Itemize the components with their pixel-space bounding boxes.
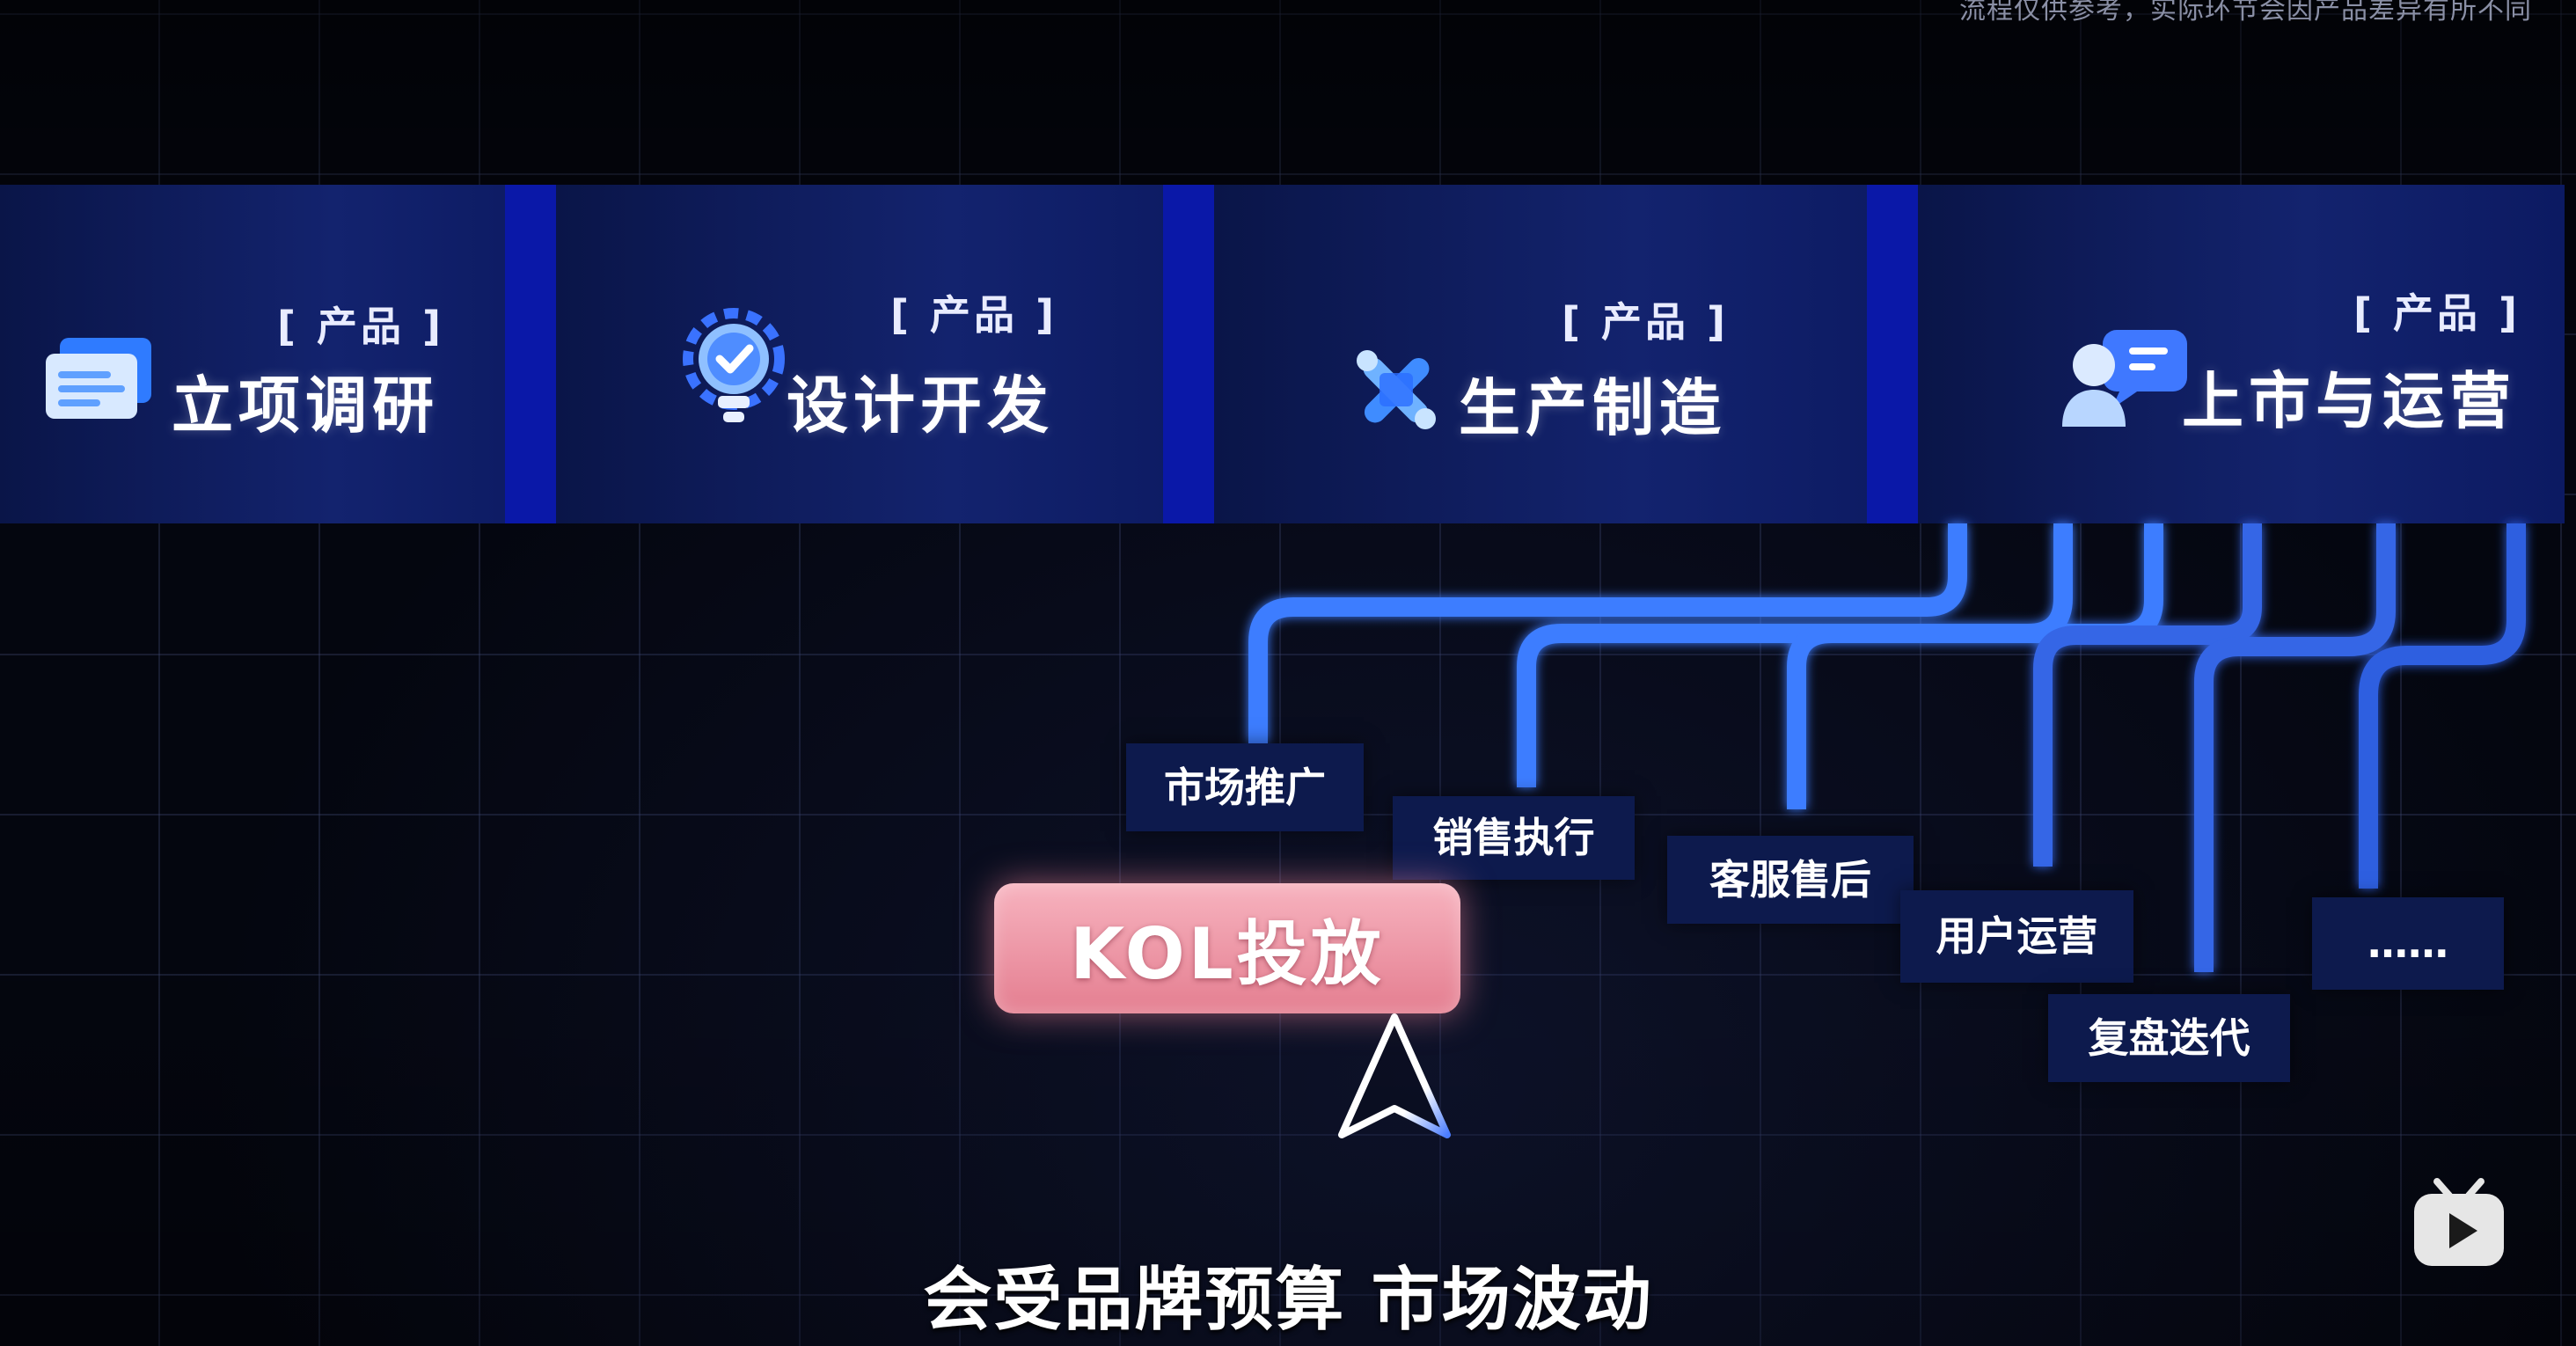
stage-title: 立项调研: [172, 369, 439, 442]
connector-service: [1787, 523, 2163, 809]
stage-title: 上市与运营: [2182, 365, 2516, 437]
stage-launch-operation: [ 产品 ] 上市与运营: [1918, 185, 2565, 523]
stage-edge: [1163, 185, 1214, 523]
stage-edge: [505, 185, 556, 523]
lightbulb-gear-check-icon: [683, 308, 785, 422]
document-stack-icon: [46, 338, 151, 419]
kol-highlight-button[interactable]: KOL投放: [994, 883, 1460, 1013]
branch-user-ops: 用户运营: [1900, 890, 2133, 983]
stage-tag: [ 产品 ]: [890, 291, 1058, 339]
bilibili-tv-icon: [2414, 1178, 2504, 1266]
stage-research: [ 产品 ] 立项调研: [0, 185, 556, 523]
subtitle-caption: 会受品牌预算 市场波动: [923, 1261, 1653, 1340]
stage-tag: [ 产品 ]: [2353, 289, 2521, 337]
branch-service: 客服售后: [1667, 836, 1914, 924]
user-chat-icon: [2062, 330, 2187, 427]
stage-tag: [ 产品 ]: [277, 303, 445, 350]
connector-review: [2194, 523, 2396, 972]
branch-review: 复盘迭代: [2048, 994, 2290, 1082]
stage-title: 生产制造: [1459, 372, 1726, 444]
connector-sales: [1517, 523, 2073, 787]
branch-sales: 销售执行: [1393, 796, 1635, 880]
branch-market: 市场推广: [1126, 743, 1364, 831]
stage-edge: [1867, 185, 1918, 523]
disclaimer-text: 流程仅供参考，实际环节会因产品差异有所不同: [1959, 0, 2532, 26]
connector-more: [2359, 523, 2526, 889]
stage-design: [ 产品 ] 设计开发: [556, 185, 1214, 523]
branch-more: ……: [2312, 897, 2504, 990]
stage-title: 设计开发: [787, 369, 1054, 442]
connector-user-ops: [2033, 523, 2262, 867]
stage-tag: [ 产品 ]: [1562, 298, 1730, 346]
stage-production: [ 产品 ] 生产制造: [1214, 185, 1918, 523]
connector-market: [1248, 523, 1967, 743]
tools-cross-icon: [1357, 350, 1436, 429]
cursor-arrow-icon: [1338, 1013, 1451, 1138]
